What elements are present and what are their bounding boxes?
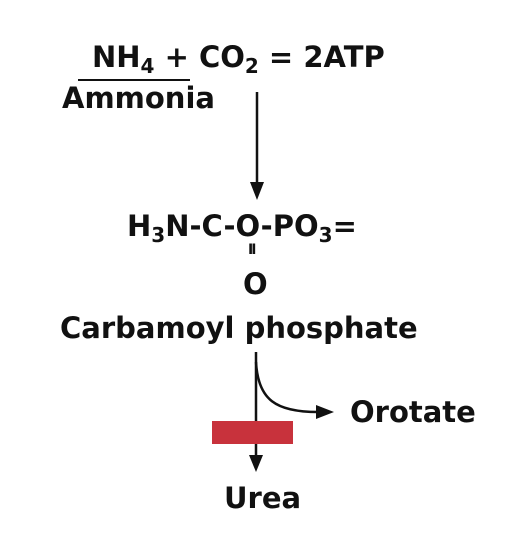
h-text: H xyxy=(127,209,152,243)
ammonia-underline xyxy=(78,79,190,81)
co-subscript: 2 xyxy=(244,54,259,78)
arrow-to-orotate xyxy=(254,361,334,419)
po-subscript: 3 xyxy=(318,223,333,247)
nh-subscript: 4 xyxy=(140,54,155,78)
plus-co-text: + CO xyxy=(154,40,245,74)
h-subscript: 3 xyxy=(151,223,166,247)
carbamoyl-phosphate-label: Carbamoyl phosphate xyxy=(60,311,418,345)
oxygen-atom: O xyxy=(243,267,268,301)
red-block-bar xyxy=(212,421,293,444)
nh-text: NH xyxy=(92,40,141,74)
carbamoyl-formula: H3N-C-O-PO3= xyxy=(127,209,357,246)
double-bond-mark: II xyxy=(248,242,257,258)
ammonia-label: Ammonia xyxy=(62,81,215,115)
reactant-equation: NH4 + CO2 = 2ATP xyxy=(92,40,385,77)
formula-mid-text: N-C-O-PO xyxy=(165,209,319,243)
arrow-down-to-carbamoyl xyxy=(250,92,264,200)
urea-label: Urea xyxy=(224,481,302,515)
formula-tail-text: = xyxy=(332,209,357,243)
atp-text: = 2ATP xyxy=(258,40,385,74)
orotate-label: Orotate xyxy=(350,395,476,429)
